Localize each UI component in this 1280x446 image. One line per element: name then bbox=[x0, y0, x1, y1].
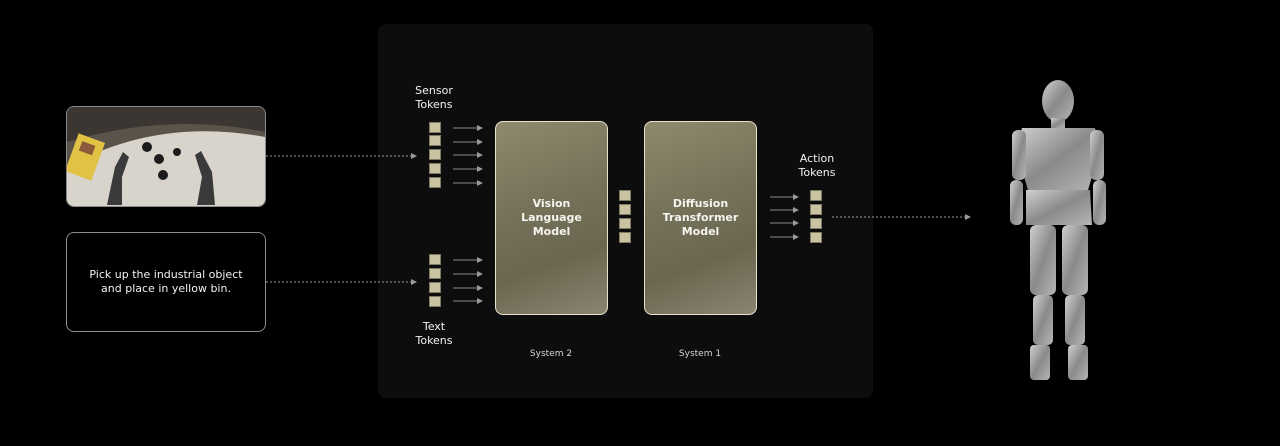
latent-token bbox=[619, 218, 631, 229]
latent-token bbox=[619, 190, 631, 201]
system1-label: System 1 bbox=[678, 349, 722, 359]
text-token bbox=[429, 282, 441, 293]
text-token bbox=[429, 254, 441, 265]
sensor-token bbox=[429, 163, 441, 174]
latent-token bbox=[619, 232, 631, 243]
diffusion-transformer-model: Diffusion Transformer Model bbox=[644, 121, 757, 315]
text-token bbox=[429, 296, 441, 307]
action-token bbox=[810, 232, 822, 243]
sensor-arrows bbox=[453, 125, 483, 186]
sensor-token bbox=[429, 122, 441, 133]
instruction-box: Pick up the industrial object and place … bbox=[66, 232, 266, 332]
sensor-token bbox=[429, 149, 441, 160]
vision-language-model: Vision Language Model bbox=[495, 121, 608, 315]
instruction-text: Pick up the industrial object and place … bbox=[89, 268, 243, 295]
vlm-label: Vision Language Model bbox=[521, 197, 582, 238]
system2-label: System 2 bbox=[529, 349, 573, 359]
action-token bbox=[810, 204, 822, 215]
text-arrows bbox=[453, 257, 483, 304]
action-arrows bbox=[770, 194, 799, 240]
latent-token bbox=[619, 204, 631, 215]
camera-image bbox=[66, 106, 266, 207]
sensor-tokens-label: Sensor Tokens bbox=[415, 84, 453, 111]
sensor-token bbox=[429, 177, 441, 188]
camera-image-illustration bbox=[67, 107, 265, 206]
action-token bbox=[810, 190, 822, 201]
text-tokens-label: Text Tokens bbox=[415, 320, 453, 347]
sensor-token bbox=[429, 135, 441, 146]
dit-label: Diffusion Transformer Model bbox=[662, 197, 739, 238]
action-token bbox=[810, 218, 822, 229]
text-token bbox=[429, 268, 441, 279]
action-tokens-label: Action Tokens bbox=[798, 152, 836, 179]
